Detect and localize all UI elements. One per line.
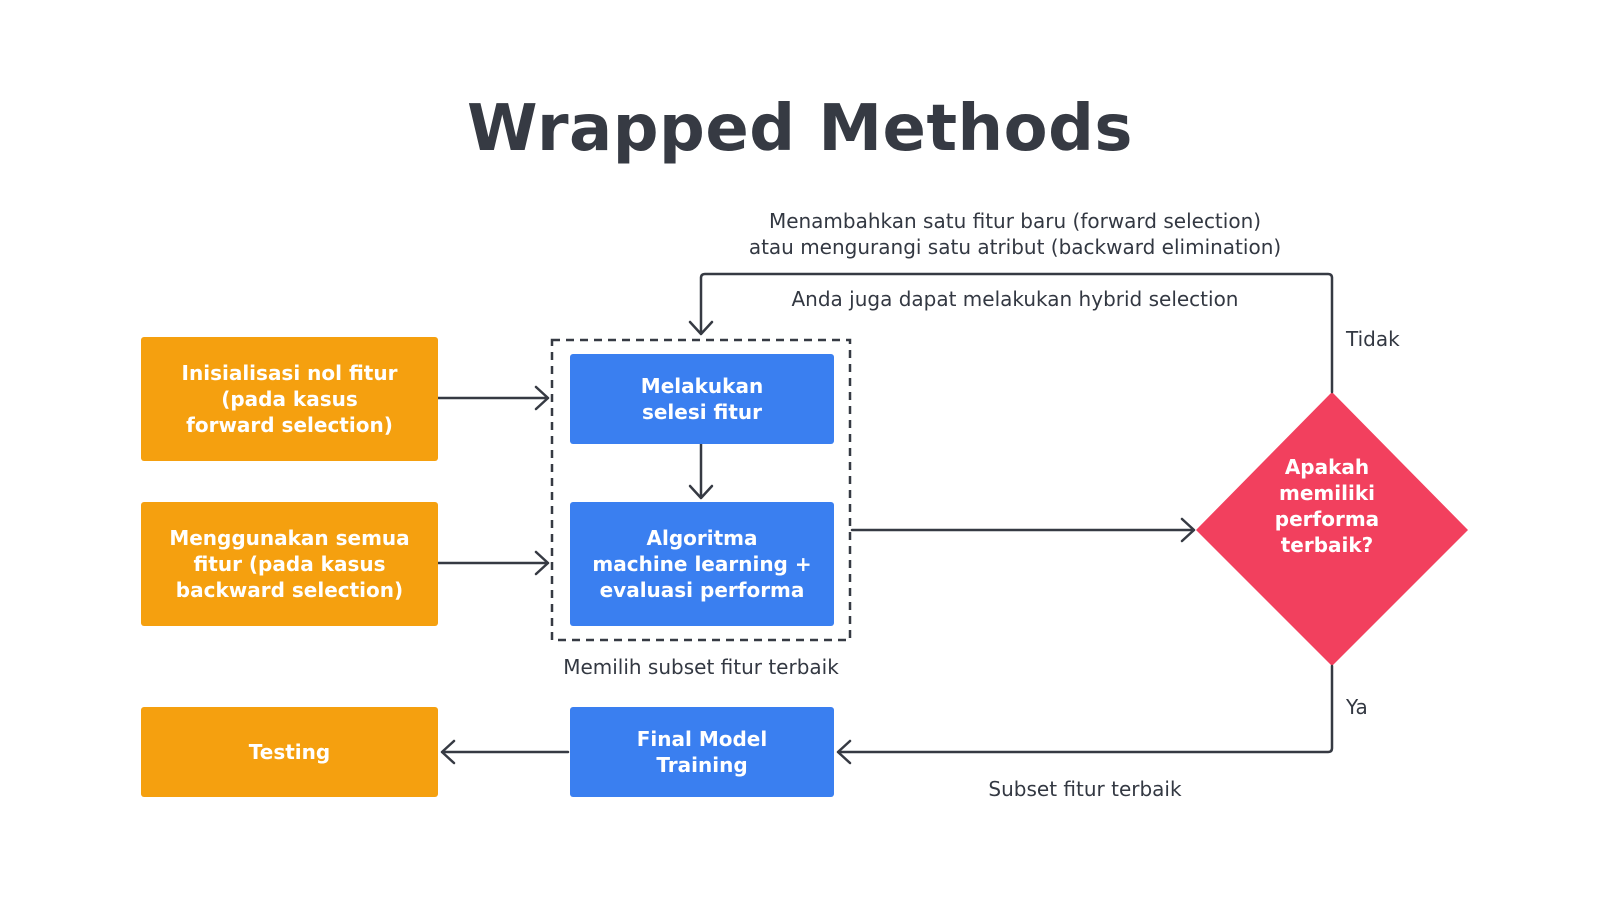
arrow-ml-to-decision	[850, 517, 1196, 543]
page-title: Wrapped Methods	[467, 92, 1133, 166]
init-zero-feature-box: Inisialisasi nol fitur (pada kasus forwa…	[141, 337, 438, 461]
arrow-loop-no	[688, 272, 1334, 394]
hybrid-label: Anda juga dapat melakukan hybrid selecti…	[791, 287, 1239, 311]
yes-label: Ya	[1346, 695, 1368, 719]
loop-label: Menambahkan satu fitur baru (forward sel…	[748, 209, 1282, 259]
arrow-selection-to-ml	[688, 442, 714, 500]
arrow-init-to-selection	[436, 385, 550, 411]
decision-text: Apakah memiliki performa terbaik?	[1274, 455, 1380, 557]
feature-selection-box: Melakukan selesi fitur	[570, 354, 834, 444]
arrow-final-to-testing	[440, 739, 570, 765]
decision-diamond	[1196, 392, 1468, 666]
arrow-yes-to-final	[836, 664, 1334, 765]
feature-subset-group	[550, 338, 852, 642]
no-label: Tidak	[1346, 327, 1400, 351]
testing-box: Testing	[141, 707, 438, 797]
arrow-useall-to-selection	[436, 550, 550, 576]
subset-group-label: Memilih subset fitur terbaik	[563, 655, 839, 679]
final-training-box: Final Model Training	[570, 707, 834, 797]
subset-best-label: Subset fitur terbaik	[988, 777, 1182, 801]
use-all-features-box: Menggunakan semua fitur (pada kasus back…	[141, 502, 438, 626]
ml-evaluation-box: Algoritma machine learning + evaluasi pe…	[570, 502, 834, 626]
